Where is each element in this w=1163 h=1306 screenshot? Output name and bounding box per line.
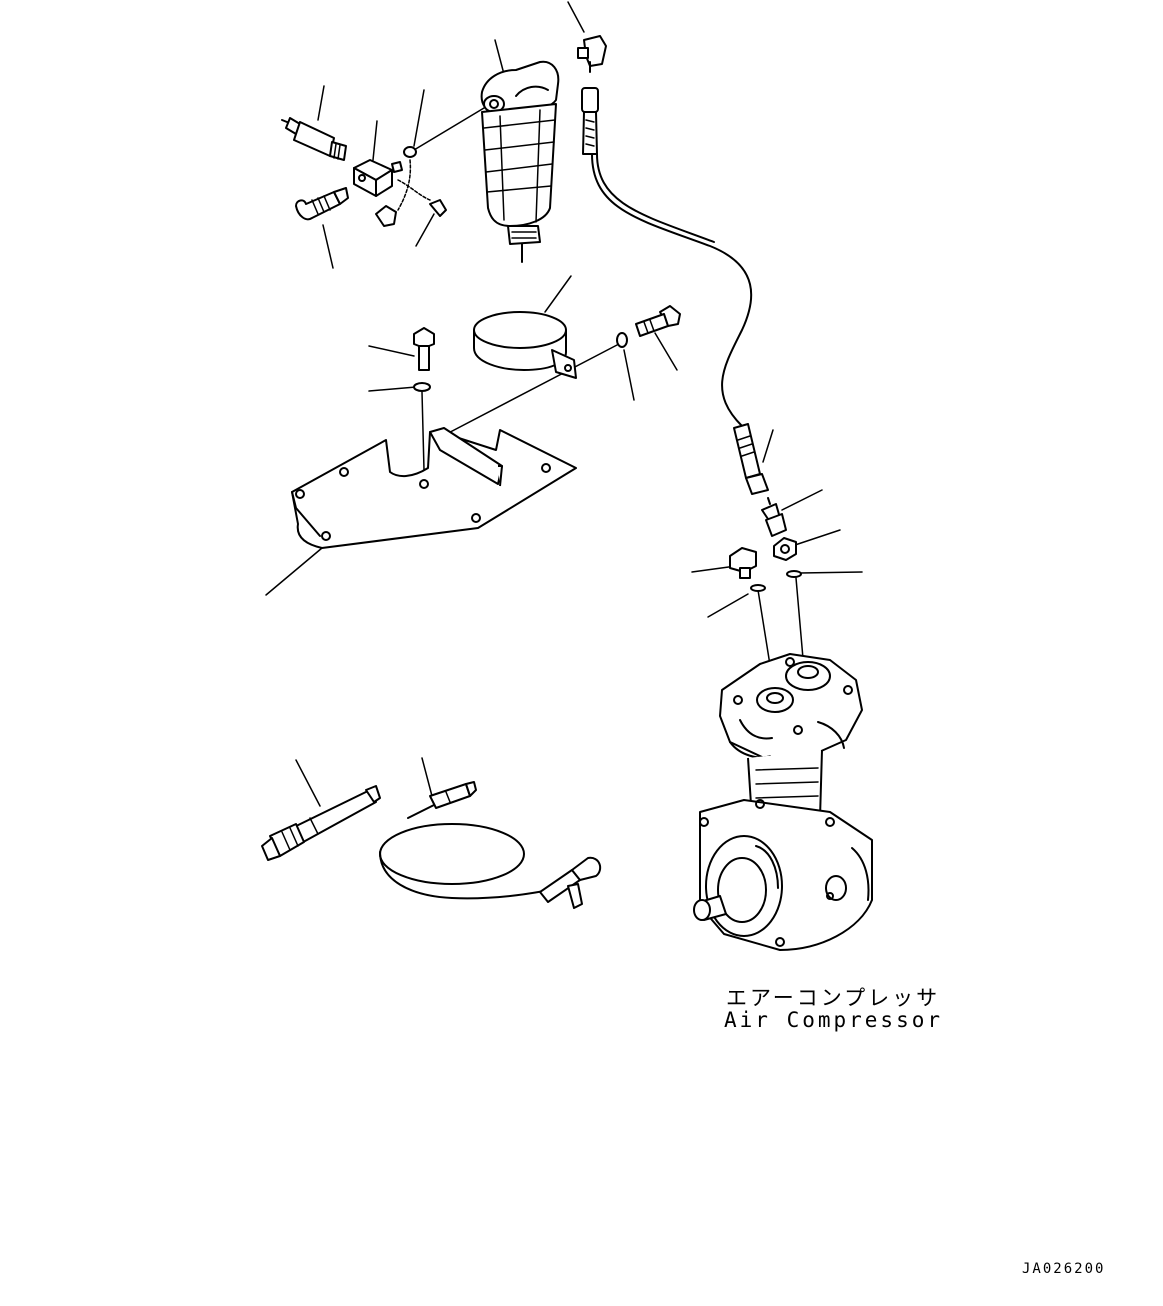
nut (773, 537, 797, 561)
wire-harness (379, 781, 602, 909)
drawing-code: JA026200 (1022, 1261, 1106, 1277)
air-compressor (693, 653, 873, 951)
air-hose-upper (581, 87, 753, 427)
elbow-fitting (577, 35, 607, 73)
sensor-assembly (281, 117, 347, 161)
fuel-filter-bowl (480, 60, 560, 263)
adapter-block (353, 159, 403, 197)
bolt-right (616, 305, 681, 348)
spring-cylinder (261, 785, 381, 861)
plug-bolt (729, 547, 802, 592)
air-hose-lower (733, 423, 769, 495)
air-compressor-label-en: Air Compressor (724, 1008, 944, 1032)
drain-plug (295, 187, 349, 221)
air-compressor-label-jp: エアーコンプレッサ (726, 986, 941, 1010)
retaining-chain (375, 146, 447, 227)
connector-fitting (761, 497, 787, 537)
bolt-left (413, 327, 435, 392)
filter-clamp (473, 311, 577, 379)
mounting-bracket (291, 427, 577, 549)
